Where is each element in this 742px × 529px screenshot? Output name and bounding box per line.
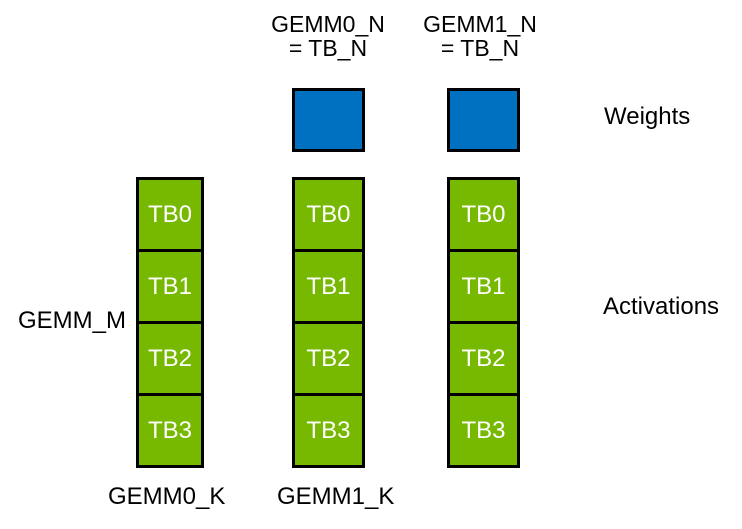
tb-cell-label: TB3 xyxy=(306,416,351,444)
tb-cell: TB3 xyxy=(139,396,201,465)
tb-cell-label: TB1 xyxy=(306,272,351,300)
tb-cell-label: TB2 xyxy=(461,344,506,372)
tb-cell-label: TB0 xyxy=(147,200,192,228)
tb-column-gemm0-input: TB0 TB1 TB2 TB3 xyxy=(136,177,204,468)
tb-cell: TB3 xyxy=(295,396,362,465)
tb-cell-label: TB0 xyxy=(461,200,506,228)
weights-tile-gemm0 xyxy=(292,88,365,152)
tb-cell: TB1 xyxy=(450,252,517,321)
tb-cell: TB0 xyxy=(295,180,362,249)
tb-cell: TB2 xyxy=(450,324,517,393)
tb-cell: TB1 xyxy=(295,252,362,321)
gemm1-n-label: GEMM1_N = TB_N xyxy=(400,12,560,60)
tb-cell-label: TB2 xyxy=(147,344,192,372)
gemm0-k-label: GEMM0_K xyxy=(108,483,226,510)
gemm-m-label: GEMM_M xyxy=(18,307,126,334)
gemm0-n-label-line1: GEMM0_N xyxy=(271,11,385,37)
gemm0-n-label-line2: = TB_N xyxy=(288,35,368,61)
tb-cell: TB2 xyxy=(139,324,201,393)
tb-cell-label: TB0 xyxy=(306,200,351,228)
tb-cell-label: TB1 xyxy=(147,272,192,300)
weights-label: Weights xyxy=(604,103,691,130)
tb-cell-label: TB2 xyxy=(306,344,351,372)
tb-cell-label: TB3 xyxy=(147,416,192,444)
tb-cell: TB0 xyxy=(139,180,201,249)
gemm1-n-label-line1: GEMM1_N xyxy=(423,11,537,37)
tb-cell: TB1 xyxy=(139,252,201,321)
activations-label: Activations xyxy=(603,293,720,320)
tb-column-gemm1-output: TB0 TB1 TB2 TB3 xyxy=(447,177,520,468)
tb-column-gemm0-output: TB0 TB1 TB2 TB3 xyxy=(292,177,365,468)
tb-cell: TB3 xyxy=(450,396,517,465)
tb-cell: TB2 xyxy=(295,324,362,393)
gemm1-n-label-line2: = TB_N xyxy=(440,35,520,61)
tb-cell-label: TB3 xyxy=(461,416,506,444)
tb-cell: TB0 xyxy=(450,180,517,249)
weights-tile-gemm1 xyxy=(447,88,520,152)
gemm1-k-label: GEMM1_K xyxy=(277,483,395,510)
gemm0-n-label: GEMM0_N = TB_N xyxy=(248,12,408,60)
tb-cell-label: TB1 xyxy=(461,272,506,300)
